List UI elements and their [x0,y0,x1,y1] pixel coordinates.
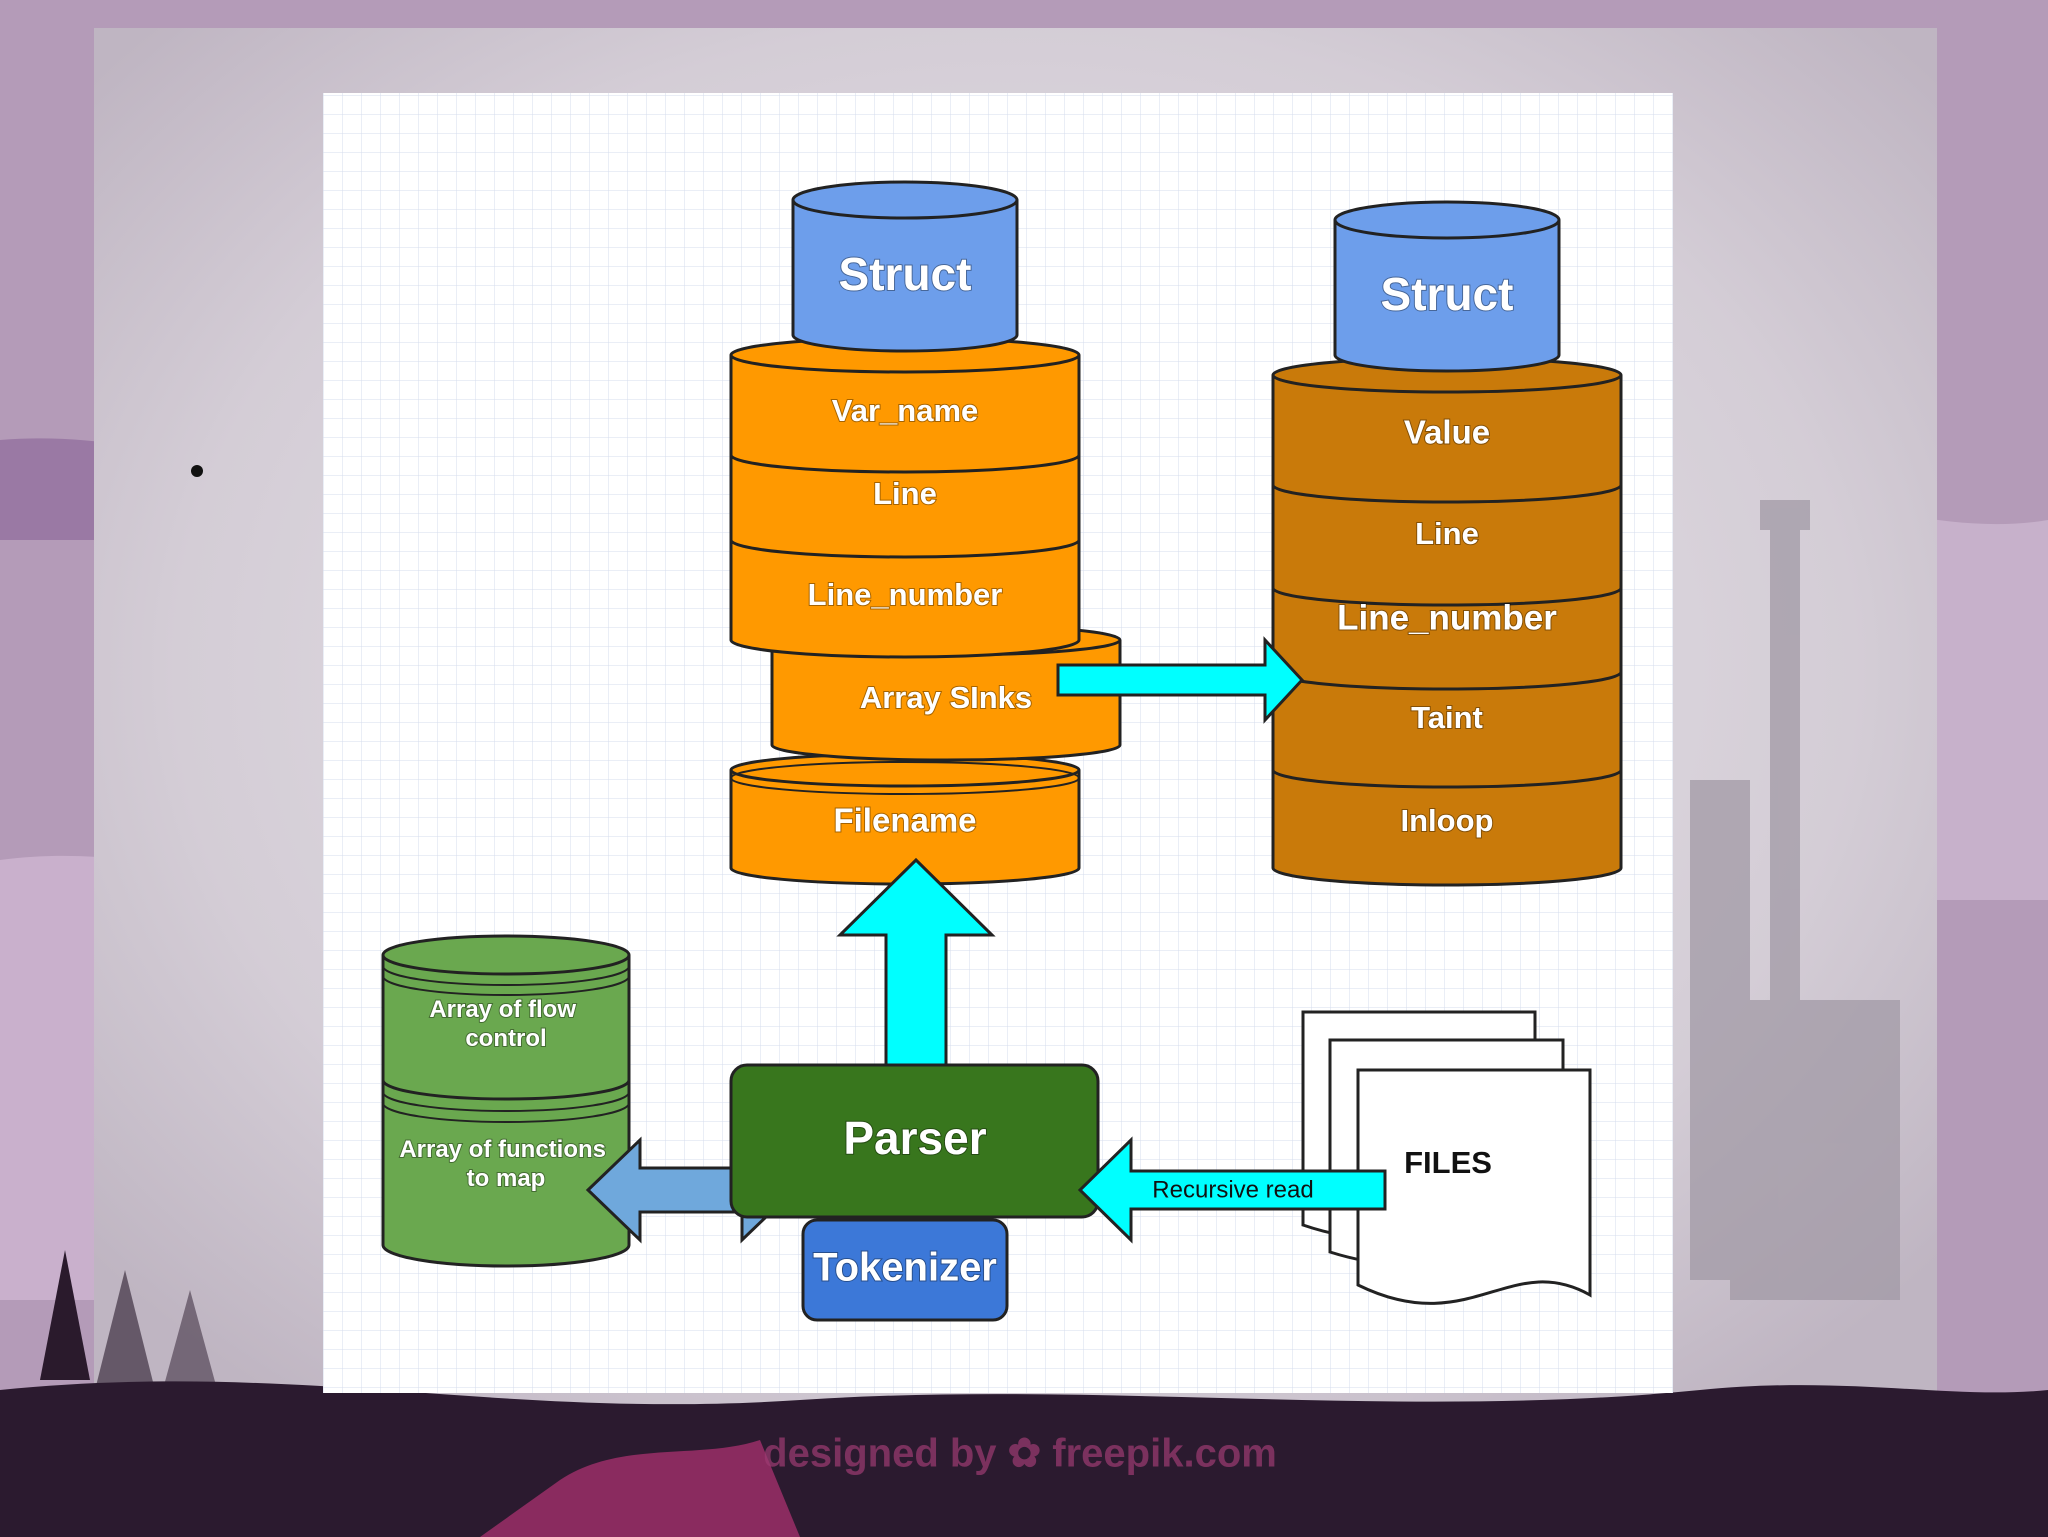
field-inloop: Inloop [1401,803,1494,838]
struct-left-title: Struct [839,248,972,300]
array-functions-label: Array of functions to map [399,1136,612,1192]
arrow-recursive-read [1077,1136,1387,1244]
field-right-line-number: Line_number [1337,598,1557,637]
left-struct-labels: Struct Var_name Line Line_number Array S… [807,247,1033,840]
files-label: FILES [1404,1145,1492,1180]
struct-right-title: Struct [1381,268,1514,320]
green-store-cylinder [381,934,631,1268]
field-line-number: Line_number [808,577,1003,612]
field-taint: Taint [1411,700,1483,735]
field-value: Value [1404,414,1490,451]
array-flow-control-label: Array of flow control [429,996,582,1052]
right-struct-stack [1271,200,1623,887]
array-functions-line2: to map [467,1165,546,1192]
recursive-read-label: Recursive read [1152,1176,1313,1203]
right-struct-labels: Struct Value Line Line_number Taint Inlo… [1336,267,1558,839]
field-filename: Filename [833,802,976,839]
bullet-dot [191,465,203,477]
array-flow-control-line1: Array of flow [429,996,576,1023]
tokenizer-label: Tokenizer [813,1246,997,1290]
field-var-name: Var_name [832,393,979,428]
arrow-to-right-struct [1056,636,1305,724]
tokenizer-box [801,1218,1009,1322]
field-array-sinks: Array SInks [860,680,1032,715]
left-struct-stack [729,180,1122,886]
array-flow-control-line2: control [465,1025,546,1052]
struct-left-header-cylinder [791,180,1019,353]
watermark-text: designed by ✿ freepik.com [763,1432,1277,1476]
array-functions-line1: Array of functions [399,1136,606,1163]
parser-box [729,1063,1100,1219]
field-right-line: Line [1415,516,1479,551]
parser-label: Parser [843,1112,986,1164]
arrow-parser-to-struct [836,857,996,1067]
field-line: Line [873,476,937,511]
struct-right-header-cylinder [1333,200,1561,373]
